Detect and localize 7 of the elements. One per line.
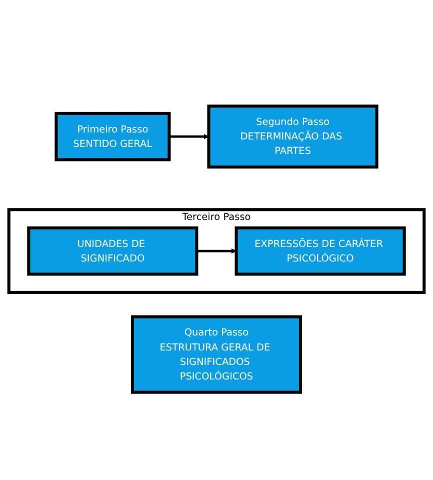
arrow	[169, 134, 209, 140]
node-box: Quarto Passo ESTRUTURA GERAL DE SIGNIFICADOS PSICOLÓGICOS	[130, 315, 302, 394]
node-box: Primeiro Passo SENTIDO GERAL	[54, 112, 171, 162]
node-box: UNIDADES DE SIGNIFICADO	[27, 226, 198, 276]
node-box: EXPRESSÕES DE CARÁTER PSICOLÓGICO	[234, 226, 406, 276]
node-box: Segundo Passo DETERMINAÇÃO DAS PARTES	[207, 104, 378, 168]
arrow	[196, 248, 237, 254]
